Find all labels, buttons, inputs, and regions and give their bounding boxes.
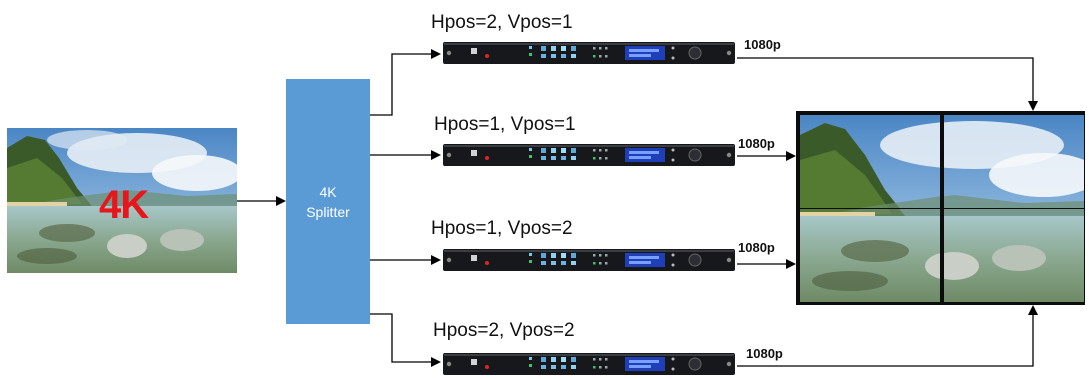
scaler-device bbox=[443, 246, 735, 274]
scaler-device bbox=[443, 39, 735, 67]
splitter-box: 4K Splitter bbox=[286, 79, 370, 324]
resolution-label: 1080p bbox=[738, 136, 775, 151]
video-wall bbox=[796, 111, 1085, 305]
unit-label: Hpos=2, Vpos=2 bbox=[433, 320, 575, 341]
source-4k-image: 4K bbox=[7, 128, 237, 273]
scaler-device bbox=[443, 141, 735, 169]
video-wall-tile bbox=[800, 209, 940, 302]
source-4k-label: 4K bbox=[99, 183, 149, 227]
video-wall-tile bbox=[800, 115, 940, 208]
resolution-label: 1080p bbox=[746, 346, 783, 361]
unit-label: Hpos=1, Vpos=2 bbox=[431, 218, 573, 239]
video-wall-tile bbox=[944, 115, 1084, 208]
scaler-device bbox=[443, 350, 735, 378]
arrow-splitter-to-unit bbox=[370, 313, 441, 367]
resolution-label: 1080p bbox=[738, 240, 775, 255]
landscape-image bbox=[7, 128, 237, 273]
splitter-label-line2: Splitter bbox=[306, 203, 350, 220]
resolution-label: 1080p bbox=[744, 37, 781, 52]
splitter-label-line1: 4K bbox=[319, 183, 337, 200]
arrow-splitter-to-unit bbox=[370, 49, 441, 116]
arrow-unit-to-wall bbox=[737, 57, 1038, 111]
video-wall-tile bbox=[944, 209, 1084, 302]
unit-label: Hpos=1, Vpos=1 bbox=[434, 114, 576, 135]
unit-label: Hpos=2, Vpos=1 bbox=[431, 12, 573, 33]
